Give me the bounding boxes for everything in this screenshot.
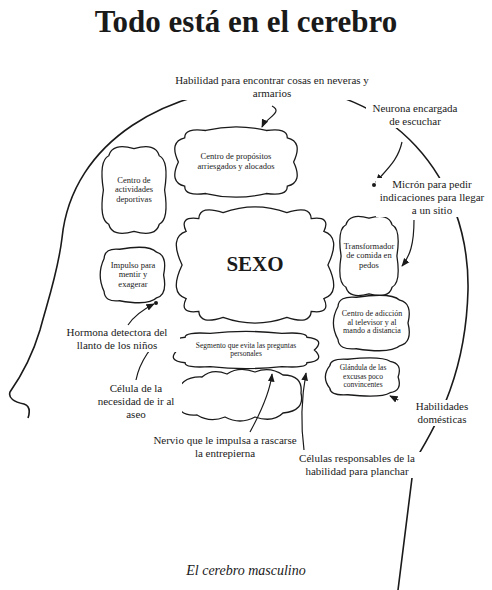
region-label: Centro de adicción al televisor y al man… — [340, 310, 404, 337]
brain-region: Glándula de las excusas poco convincente… — [322, 355, 404, 399]
region-text-area: Centro de actividades deportivas — [107, 154, 161, 226]
region-outline-path — [333, 295, 409, 350]
leader-line — [402, 220, 414, 266]
callout-label: Habilidad para encontrar cosas en nevera… — [168, 74, 376, 100]
region-text-area: Segmento que evita las preguntas persona… — [184, 336, 308, 364]
leader-dot — [154, 301, 158, 305]
leader-line — [128, 304, 154, 325]
leader-line — [376, 142, 402, 182]
region-text-area: Centro de adicción al televisor y al man… — [340, 301, 404, 345]
region-label: Centro de actividades deportivas — [107, 176, 161, 205]
leader-line — [262, 106, 276, 127]
region-outline-path — [175, 127, 297, 197]
region-text-area: Transformador de comida en pedos — [341, 224, 397, 288]
region-outline-path — [176, 207, 333, 323]
region-text-area: Impulso para mentir y exagerar — [106, 254, 160, 296]
region-heading: SEXO — [226, 253, 283, 277]
leader-line — [250, 374, 272, 432]
brain-region: Centro de adicción al televisor y al man… — [330, 292, 414, 354]
region-outline-path — [325, 358, 399, 396]
region-outline-path — [102, 147, 166, 234]
title: Todo está en el cerebro — [0, 4, 492, 40]
region-text-area: Centro de propósitos arriesgados y aloca… — [186, 134, 286, 190]
brain-lobe — [176, 369, 302, 421]
brain-region: Impulso para mentir y exagerar — [97, 244, 169, 306]
leader-line — [302, 373, 306, 450]
region-label: Centro de propósitos arriesgados y aloca… — [186, 152, 286, 171]
brain-region: Segmento que evita las preguntas persona… — [168, 329, 324, 371]
region-outline-path — [173, 331, 318, 368]
region-text-area: Glándula de las excusas poco convincente… — [331, 362, 395, 392]
region-text-area: SEXO — [194, 222, 316, 308]
region-outline-path — [100, 247, 165, 302]
region-label: Glándula de las excusas poco convincente… — [331, 364, 395, 389]
brain-region: SEXO — [172, 204, 338, 326]
callout-label: Células responsables de la habilidad par… — [290, 452, 424, 478]
brain-region: Transformador de comida en pedos — [336, 212, 402, 300]
region-label: Transformador de comida en pedos — [341, 242, 397, 271]
callout-label: Célula de la necesidad de ir al aseo — [90, 382, 182, 421]
region-outline-path — [340, 216, 398, 295]
brain-region: Centro de actividades deportivas — [98, 142, 170, 238]
callout-label: Hormona detectora del llanto de los niño… — [54, 326, 180, 352]
region-label: Impulso para mentir y exagerar — [106, 261, 160, 290]
callout-label: Nervio que le impulsa a rascarse la entr… — [148, 434, 302, 460]
callout-label: Neurona encargada de escuchar — [366, 102, 464, 128]
region-label: Segmento que evita las preguntas persona… — [184, 342, 308, 359]
caption: El cerebro masculino — [0, 563, 492, 579]
brain-region: Centro de propósitos arriesgados y aloca… — [170, 124, 302, 200]
callout-label: Micrón para pedir indicaciones para lleg… — [376, 178, 488, 217]
callout-label: Habilidades domésticas — [398, 400, 486, 426]
